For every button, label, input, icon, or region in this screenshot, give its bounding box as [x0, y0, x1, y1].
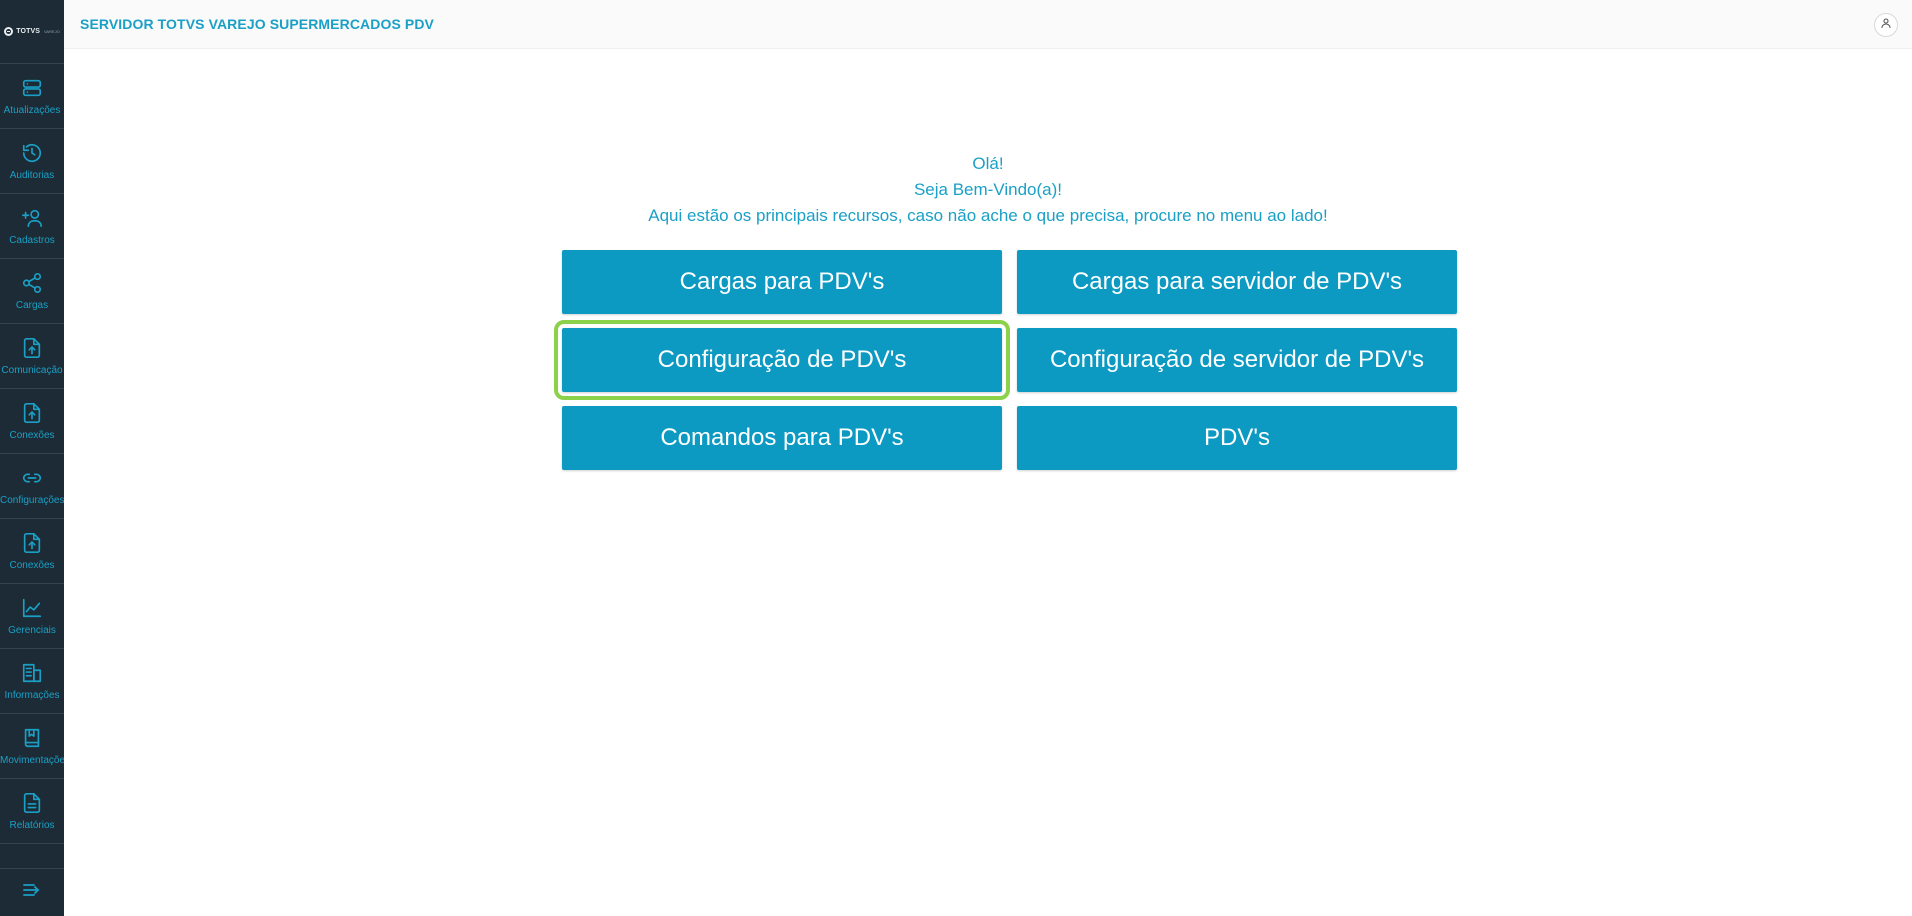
logo-subtext: VAREJO	[44, 29, 60, 34]
book-icon	[21, 727, 43, 749]
welcome-title: Seja Bem-Vindo(a)!	[913, 180, 1063, 199]
shortcut-grid: Cargas para PDV's Cargas para servidor d…	[554, 250, 1457, 470]
server-icon	[21, 77, 43, 99]
sidebar-item-comunicacao[interactable]: Comunicação	[0, 324, 64, 389]
sidebar-item-label: Cadastros	[9, 234, 55, 246]
sidebar-item-label: Relatórios	[9, 819, 55, 831]
brand-logo[interactable]: TOTVS VAREJO	[0, 0, 64, 64]
sidebar-item-relatorios[interactable]: Relatórios	[0, 779, 64, 844]
sidebar-item-label: Cargas	[15, 299, 49, 311]
sidebar-item-label: Informações	[4, 689, 60, 701]
app-header: SERVIDOR TOTVS VAREJO SUPERMERCADOS PDV	[64, 0, 1912, 49]
add-user-icon	[21, 207, 43, 229]
sidebar-item-cadastros[interactable]: Cadastros	[0, 194, 64, 259]
sidebar-item-configuracoes[interactable]: Configurações	[0, 454, 64, 519]
sidebar-nav: Atualizações Auditorias Cadastros	[0, 64, 64, 844]
sidebar-item-label: Gerenciais	[8, 624, 56, 636]
sidebar-item-gerenciais[interactable]: Gerenciais	[0, 584, 64, 649]
welcome-description: Aqui estão os principais recursos, caso …	[648, 206, 1328, 225]
sidebar-item-informacoes[interactable]: Informações	[0, 649, 64, 714]
sidebar-item-label: Movimentações	[0, 754, 64, 766]
menu-collapse-icon	[23, 883, 41, 902]
sidebar-collapse-button[interactable]	[0, 868, 64, 916]
totvs-logo-icon	[4, 27, 14, 36]
link-icon	[21, 467, 43, 489]
user-icon	[1880, 16, 1892, 34]
configuracao-servidor-pdvs-button[interactable]: Configuração de servidor de PDV's	[1017, 328, 1457, 392]
cargas-servidor-pdvs-button[interactable]: Cargas para servidor de PDV's	[1017, 250, 1457, 314]
welcome-greeting: Olá!	[972, 154, 1004, 173]
sidebar-item-conexoes[interactable]: Conexões	[0, 389, 64, 454]
main-content: Olá! Seja Bem-Vindo(a)! Aqui estão os pr…	[64, 49, 1912, 916]
document-icon	[21, 792, 43, 814]
file-upload-icon	[21, 337, 43, 359]
file-upload-icon	[21, 402, 43, 424]
pdvs-button[interactable]: PDV's	[1017, 406, 1457, 470]
history-icon	[21, 142, 43, 164]
sidebar-item-label: Atualizações	[3, 104, 61, 116]
sidebar-item-auditorias[interactable]: Auditorias	[0, 129, 64, 194]
app-title: SERVIDOR TOTVS VAREJO SUPERMERCADOS PDV	[80, 16, 434, 32]
sidebar-item-movimentacoes[interactable]: Movimentações	[0, 714, 64, 779]
sidebar: TOTVS VAREJO Atualizações Auditorias	[0, 0, 64, 916]
chart-icon	[21, 597, 43, 619]
sidebar-item-atualizacoes[interactable]: Atualizações	[0, 64, 64, 129]
sidebar-item-label: Auditorias	[9, 169, 55, 181]
building-icon	[21, 662, 43, 684]
comandos-pdvs-button[interactable]: Comandos para PDV's	[562, 406, 1002, 470]
cargas-pdvs-button[interactable]: Cargas para PDV's	[562, 250, 1002, 314]
logo-text: TOTVS	[16, 28, 40, 35]
configuracao-pdvs-button[interactable]: Configuração de PDV's	[554, 320, 1010, 400]
sidebar-item-label: Conexões	[9, 559, 55, 571]
sidebar-item-label: Configurações	[0, 494, 64, 506]
sidebar-item-conexoes-2[interactable]: Conexões	[0, 519, 64, 584]
user-menu-button[interactable]	[1874, 13, 1898, 37]
file-upload-icon	[21, 532, 43, 554]
welcome-message: Olá! Seja Bem-Vindo(a)! Aqui estão os pr…	[64, 151, 1912, 229]
share-icon	[21, 272, 43, 294]
sidebar-item-label: Comunicação	[1, 364, 63, 376]
sidebar-item-label: Conexões	[9, 429, 55, 441]
sidebar-item-cargas[interactable]: Cargas	[0, 259, 64, 324]
